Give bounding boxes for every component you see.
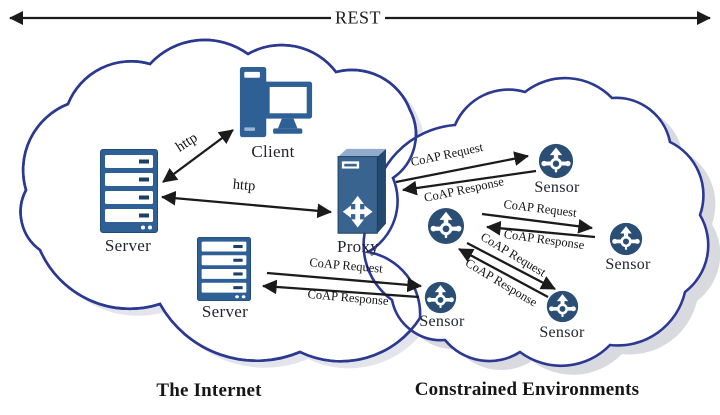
server-bottom-label: Server — [201, 302, 249, 321]
sensor-icon-bottom-left — [424, 281, 457, 314]
coap-request-arrow-mid-right — [481, 212, 594, 234]
sensor-bottom-left-label: Sensor — [419, 313, 465, 330]
server-icon-top — [100, 149, 158, 233]
http-label-server-proxy: http — [232, 176, 256, 195]
coap-response-arrow-proxy-sensor — [401, 169, 537, 196]
sensor-top-label: Sensor — [534, 179, 580, 196]
server-icon-bottom — [197, 237, 251, 301]
server-top-label: Server — [104, 236, 152, 255]
coap-request-arrow-server-sensor — [266, 271, 423, 293]
client-label: Client — [251, 142, 295, 161]
coap-request-arrow-mid-bottomright — [466, 241, 556, 291]
sensor-bottom-right-label: Sensor — [539, 324, 585, 341]
sensor-icon-middle — [427, 207, 465, 245]
http-arrow-server-client — [162, 129, 234, 183]
constrained-caption: Constrained Environments — [414, 379, 640, 400]
sensor-right-label: Sensor — [605, 256, 651, 273]
client-computer-icon — [239, 66, 313, 138]
proxy-label: Proxy — [336, 237, 380, 256]
sensor-icon-right — [609, 222, 643, 256]
coap-response-arrow-mid-bottomright — [458, 247, 549, 299]
rest-label: REST — [334, 7, 382, 28]
coap-response-arrow-server-sensor — [261, 279, 420, 299]
sensor-icon-top — [538, 143, 574, 179]
http-arrow-server-proxy — [160, 190, 333, 219]
coap-request-arrow-proxy-sensor — [395, 151, 530, 184]
proxy-router-icon — [337, 148, 386, 234]
coap-response-arrow-mid-right — [485, 220, 596, 239]
sensor-icon-bottom-right — [546, 290, 579, 323]
internet-caption: The Internet — [156, 380, 262, 401]
